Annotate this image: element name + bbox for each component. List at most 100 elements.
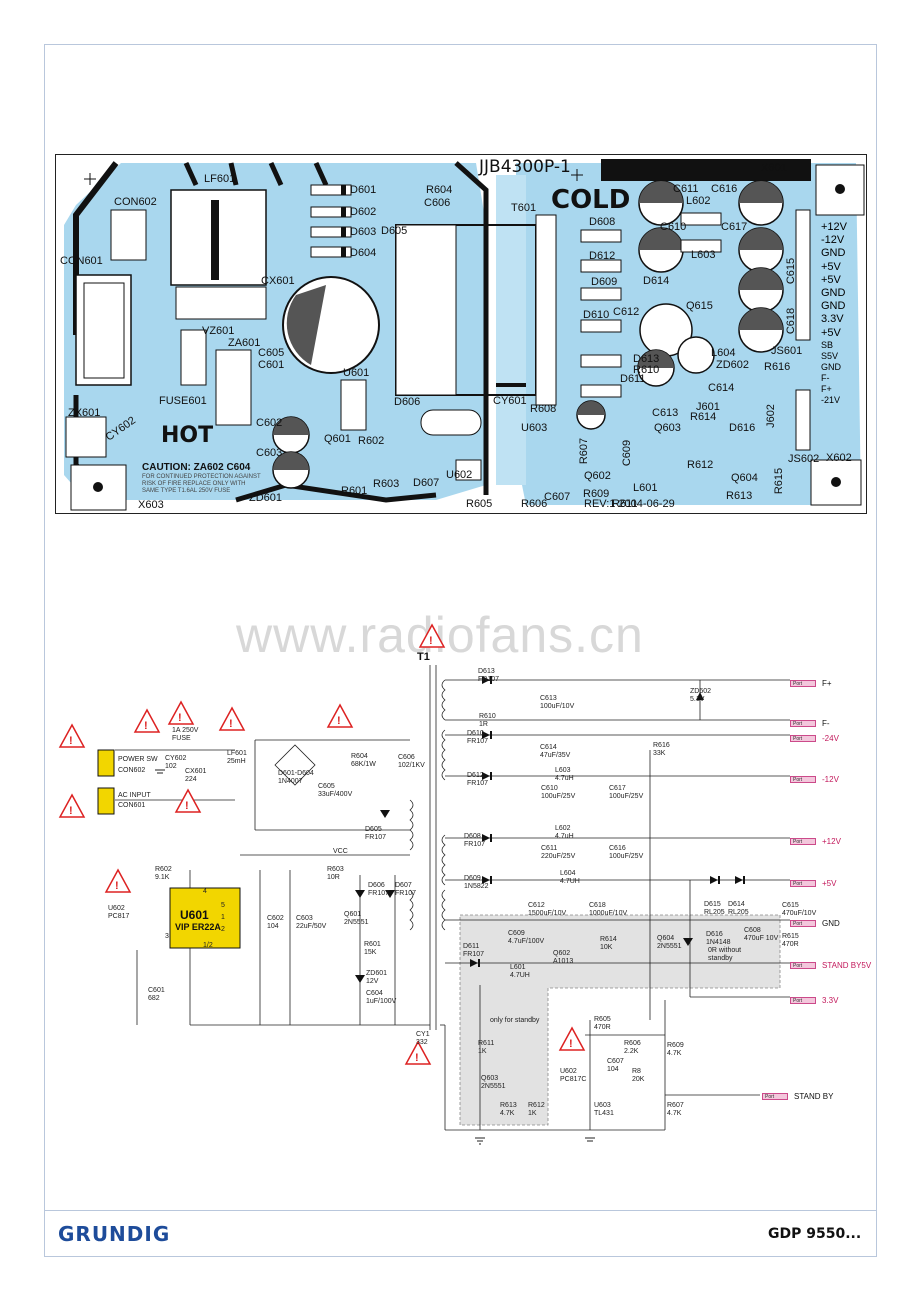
pcb-layout: JJB4300P-1 COLD HOT REV:1 2004-06-29 CAU… bbox=[55, 154, 867, 514]
svg-text:!: ! bbox=[337, 715, 341, 727]
part-value: 470R bbox=[594, 1024, 611, 1031]
lbl-c617: C617 bbox=[721, 221, 748, 233]
port-tag: Port bbox=[790, 962, 816, 969]
ic-pin: 2 bbox=[221, 926, 225, 933]
part-ref: R601 bbox=[364, 941, 381, 948]
part-value: 4.7K bbox=[500, 1110, 515, 1117]
lbl-r614: R614 bbox=[690, 411, 717, 423]
lbl-r603: R603 bbox=[373, 478, 400, 490]
lbl-r613: R613 bbox=[726, 490, 753, 502]
part-value: 470R bbox=[782, 941, 799, 948]
part-value: 1N4007 bbox=[278, 778, 303, 785]
lbl-d614: D614 bbox=[643, 275, 670, 287]
part-ref: C603 bbox=[296, 915, 313, 922]
part-ref: Q603 bbox=[481, 1075, 499, 1082]
lbl-r616: R616 bbox=[764, 361, 791, 373]
part-value: 47uF/35V bbox=[540, 752, 571, 759]
part-ref: C611 bbox=[541, 845, 558, 852]
ac-input-label: AC INPUT bbox=[118, 792, 151, 799]
lbl-u603: U603 bbox=[521, 422, 548, 434]
lbl-d611: D611 bbox=[620, 373, 646, 385]
part-value: 15K bbox=[364, 949, 377, 956]
ic-pin: 1 bbox=[221, 914, 225, 921]
port-label: STAND BY bbox=[794, 1092, 834, 1101]
ic-pin: 1/2 bbox=[203, 942, 213, 949]
lbl-d608: D608 bbox=[589, 216, 616, 228]
part-value: 682 bbox=[148, 995, 160, 1002]
lbl-l601: L601 bbox=[633, 482, 658, 494]
lbl-cx601: CX601 bbox=[261, 275, 295, 287]
part-value: 4.7UH bbox=[510, 972, 530, 979]
lbl-c613: C613 bbox=[652, 407, 679, 419]
part-value: FR107 bbox=[478, 676, 500, 683]
port-label: STAND BY5V bbox=[822, 961, 872, 970]
lbl-con601: CON601 bbox=[60, 255, 103, 267]
lbl-r608: R608 bbox=[530, 403, 557, 415]
part-value: 10R bbox=[327, 874, 340, 881]
part-value: 4.7K bbox=[667, 1110, 682, 1117]
lbl-zx601: ZX601 bbox=[68, 407, 101, 419]
lbl-x603: X603 bbox=[138, 499, 164, 511]
port-tag: Port bbox=[762, 1093, 788, 1100]
part-ref: C616 bbox=[609, 845, 626, 852]
lbl-d604: D604 bbox=[350, 247, 377, 259]
pin-label: +5V bbox=[821, 326, 841, 339]
port-tag: Port bbox=[790, 680, 816, 687]
lbl-q601: Q601 bbox=[324, 433, 351, 445]
svg-text:!: ! bbox=[69, 805, 73, 817]
lbl-r604: R604 bbox=[426, 184, 453, 196]
part-value: 1uF/100V bbox=[366, 998, 397, 1005]
part-ref: R606 bbox=[624, 1040, 641, 1047]
lbl-r615: R615 bbox=[773, 467, 786, 495]
port-label: +12V bbox=[822, 837, 841, 846]
lbl-c612: C612 bbox=[613, 306, 640, 318]
lbl-za601: ZA601 bbox=[228, 337, 261, 349]
part-ref: D610 bbox=[467, 730, 484, 737]
part-ref: C610 bbox=[541, 785, 558, 792]
part-ref: R612 bbox=[528, 1102, 545, 1109]
port-label: -12V bbox=[822, 775, 839, 784]
lbl-cy601: CY601 bbox=[493, 395, 527, 407]
part-ref: C615 bbox=[782, 902, 799, 909]
lbl-fuse601: FUSE601 bbox=[159, 395, 207, 407]
part-value: FR107 bbox=[365, 834, 387, 841]
part-value: FUSE bbox=[172, 735, 191, 742]
part-value: 33uF/400V bbox=[318, 791, 353, 798]
port-tag: Port bbox=[790, 997, 816, 1004]
pin-label: +5V bbox=[821, 260, 841, 273]
part-value: 1000uF/10V bbox=[589, 910, 628, 917]
revision: REV:1 2004-06-29 bbox=[584, 498, 675, 510]
svg-text:!: ! bbox=[569, 1038, 573, 1050]
con601-label: CON601 bbox=[118, 802, 146, 809]
part-ref: R607 bbox=[667, 1102, 684, 1109]
svg-text:!: ! bbox=[144, 720, 148, 732]
part-value: 100uF/25V bbox=[541, 793, 576, 800]
part-value: 33K bbox=[653, 750, 666, 757]
ic-pin: 4 bbox=[203, 888, 207, 895]
standby-note: only for standby bbox=[490, 1017, 540, 1024]
lbl-c609: C609 bbox=[621, 439, 634, 467]
part-ref: D612 bbox=[467, 772, 484, 779]
part-value: TL431 bbox=[594, 1110, 614, 1117]
part-value: PC817C bbox=[560, 1076, 587, 1083]
port-tag: Port bbox=[790, 735, 816, 742]
port-label: 3.3V bbox=[822, 996, 839, 1005]
pin-label: -21V bbox=[821, 395, 841, 405]
part-value: 102 bbox=[165, 763, 177, 770]
part-value: 470uF/10V bbox=[782, 910, 817, 917]
part-ref: C612 bbox=[528, 902, 545, 909]
lbl-c602: C602 bbox=[256, 417, 283, 429]
lbl-r607: R607 bbox=[578, 437, 591, 465]
watermark: www.radiofans.cn bbox=[236, 607, 644, 663]
lbl-js602: JS602 bbox=[788, 453, 820, 465]
lbl-d613: D613 bbox=[633, 353, 660, 365]
part-value: RL205 bbox=[704, 909, 725, 916]
part-ref: D613 bbox=[478, 668, 495, 675]
pin-label: +5V bbox=[821, 273, 841, 286]
part-ref: D601-D604 bbox=[278, 770, 314, 777]
port-label: F+ bbox=[822, 679, 832, 688]
part-ref: C607 bbox=[607, 1058, 624, 1065]
part-value: 1N4148 bbox=[706, 939, 731, 946]
pcb-traces bbox=[64, 159, 865, 511]
part-ref: L603 bbox=[555, 767, 571, 774]
